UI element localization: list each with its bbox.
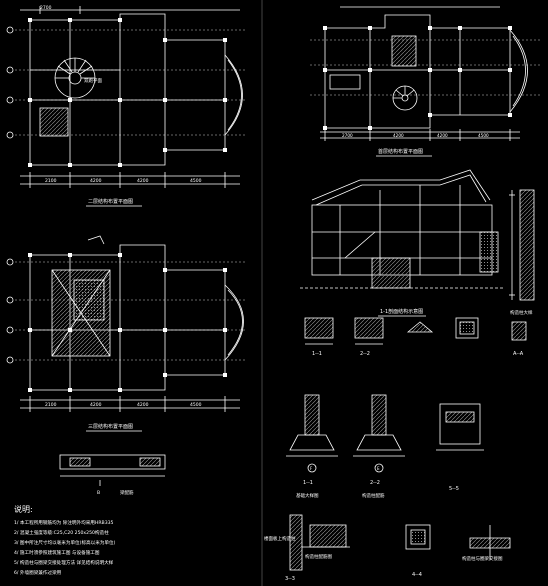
footing-1-title: 基础大样图 — [296, 492, 319, 499]
footing-2-section: 2--2 — [370, 480, 380, 486]
footing-2-title: 构造柱配筋 — [362, 492, 385, 499]
section-2-label: 2--2 — [360, 351, 370, 357]
beam-detail-drawing — [59, 454, 166, 486]
beam-detail-label: B — [97, 490, 100, 496]
plan-3-drawing — [6, 235, 245, 412]
plan2-dim-2: 4200 — [90, 178, 102, 184]
note-5: 5/ 构造柱与圈梁交接处理方法 详见结构说明大样 — [14, 559, 114, 566]
bottom-left-title: 楼面板上构造柱 — [264, 535, 296, 542]
plan3-dim-4: 4500 — [190, 402, 202, 408]
plan3-dim-1: 2100 — [45, 402, 57, 408]
wall-column-title: 构造柱大样 — [510, 309, 533, 316]
plan1-dim-3: 4200 — [437, 133, 448, 138]
plan1-dim-2: 4200 — [393, 133, 404, 138]
section-1-label: 1--1 — [312, 351, 322, 357]
footing-details-drawing — [286, 394, 484, 473]
section-3-label: 3--3 — [285, 576, 295, 582]
plan2-dim-4: 4500 — [190, 178, 202, 184]
note-6: 6/ 外墙圈梁兼作过梁用 — [14, 569, 62, 576]
plan2-stair-label: 双跑平面 — [84, 77, 102, 84]
note-3: 3/ 图中所注尺寸均以毫米为单位(标高以米为单位) — [14, 539, 116, 546]
plan2-title: 二层结构布置平面图 — [88, 198, 133, 205]
plan2-dim-1: 2100 — [45, 178, 57, 184]
footing-2-axis: E — [377, 466, 380, 471]
plan3-dim-2: 4200 — [90, 402, 102, 408]
plan1-dim-4: 4500 — [478, 133, 489, 138]
bottom-mid-title: 构造柱配筋图 — [305, 553, 332, 560]
notes-heading: 说明: — [14, 504, 33, 514]
section-4-label: 4--4 — [412, 572, 422, 578]
note-4: 4/ 施工时须参照建筑施工图 与设备施工图 — [14, 549, 100, 556]
bottom-details-drawing — [289, 514, 511, 571]
section-elevation-drawing — [300, 169, 505, 289]
section-5-label: 5--5 — [449, 486, 459, 492]
plan1-title: 首层结构布置平面图 — [378, 148, 423, 155]
plan-2-drawing — [6, 6, 245, 188]
section-a-label: A--A — [513, 351, 524, 357]
section-details-row — [304, 317, 527, 345]
note-1: 1/ 本工程所用钢筋均为 除注明外均采用HRB335 — [14, 519, 114, 526]
note-2: 2/ 混凝土强度等级:C25,C20 250x250构造柱 — [14, 529, 109, 536]
bottom-right-title: 构造柱与圈梁交接图 — [462, 555, 503, 562]
plan3-title: 三层结构布置平面图 — [88, 423, 133, 430]
beam-detail-title: 梁配筋 — [120, 489, 134, 496]
plan1-dim-1: 2700 — [342, 133, 353, 138]
plan3-dim-3: 4200 — [137, 402, 149, 408]
plan2-top-dim: 2700 — [40, 5, 52, 11]
footing-1-section: 1--1 — [303, 480, 313, 486]
wall-column-detail-drawing — [509, 189, 535, 301]
section-title: 1-1剖面结构示意图 — [380, 308, 423, 315]
plan-1-drawing — [310, 6, 540, 141]
footing-1-axis: F — [310, 466, 313, 471]
plan2-dim-3: 4200 — [137, 178, 149, 184]
